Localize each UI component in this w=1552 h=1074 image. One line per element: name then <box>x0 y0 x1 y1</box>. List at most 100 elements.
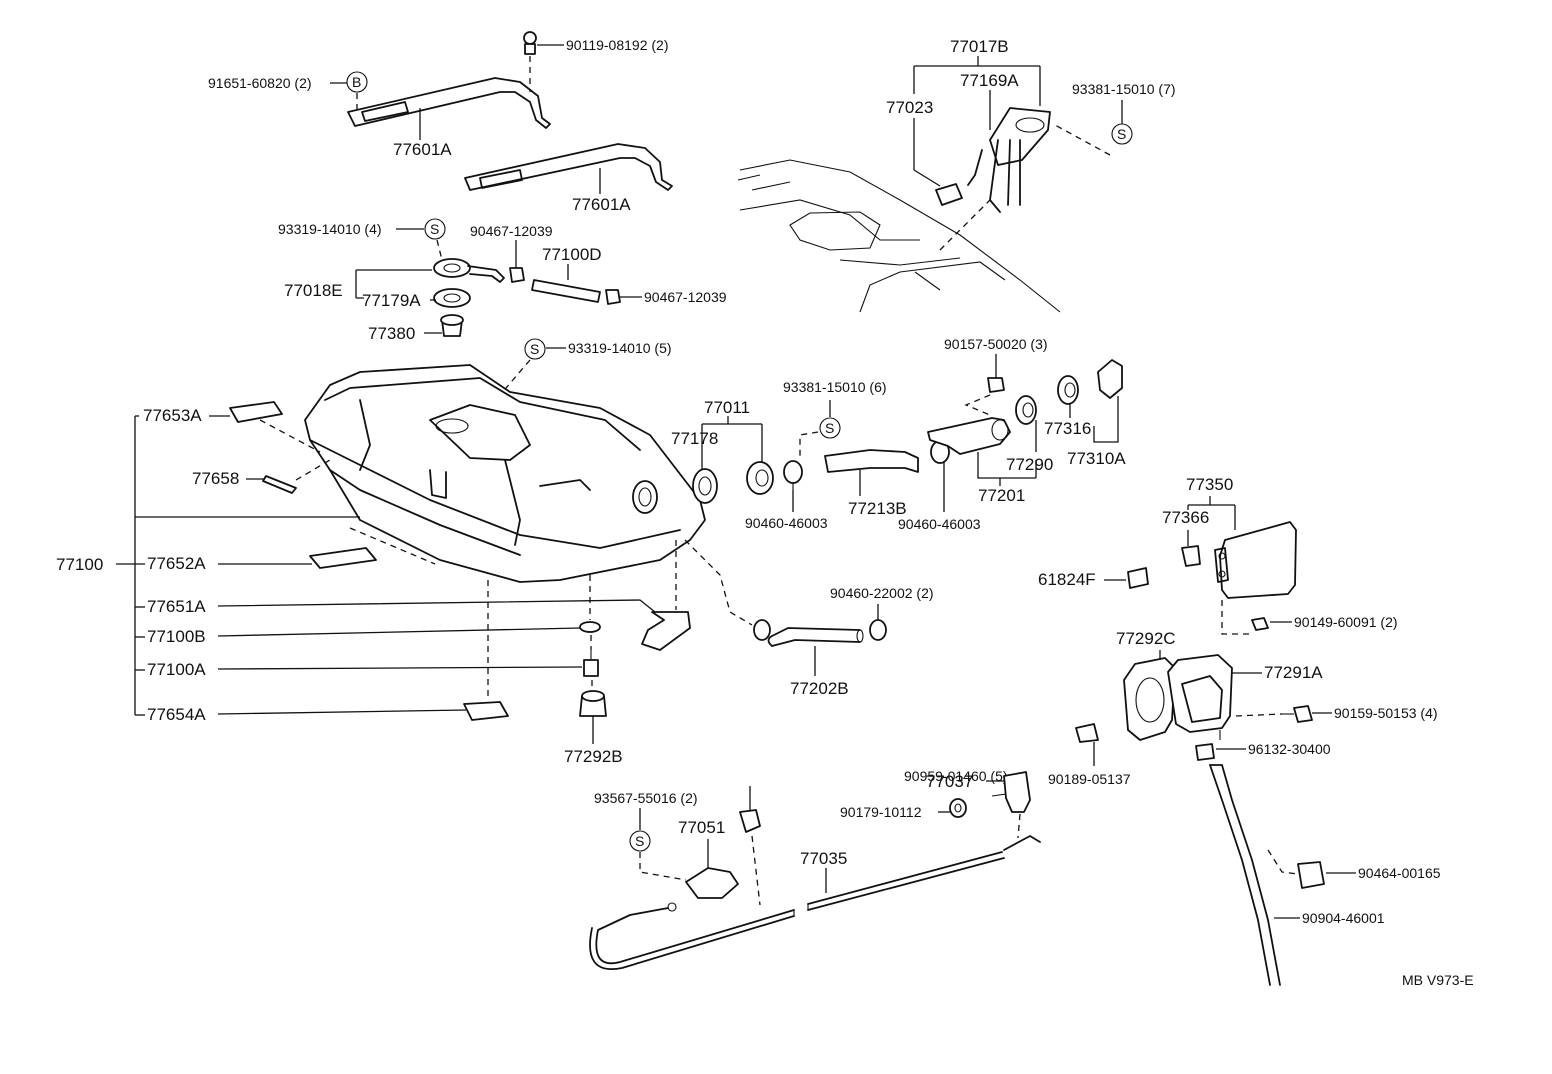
svg-text:S: S <box>530 341 539 357</box>
svg-text:S: S <box>635 833 644 849</box>
grommet-icon <box>746 461 774 495</box>
opener-lever-icon <box>685 867 739 899</box>
callout-90904-46001: 90904-46001 <box>1302 910 1385 926</box>
callout-77100D: 77100D <box>542 245 602 264</box>
callout-90467-12039-a: 90467-12039 <box>470 223 553 239</box>
tank-protector-icon <box>641 611 691 651</box>
diagram-code: MB V973-E <box>1402 972 1474 988</box>
svg-text:S: S <box>430 221 439 237</box>
sender-gauge-icon <box>433 258 505 283</box>
fuel-tank-icon <box>304 364 706 583</box>
callout-90460-22002: 90460-22002 (2) <box>830 585 934 601</box>
callout-77011: 77011 <box>704 398 750 417</box>
neck-ring-icon <box>1057 375 1079 405</box>
svg-text:S: S <box>1117 126 1126 142</box>
callout-77380: 77380 <box>368 324 415 343</box>
callout-77291A: 77291A <box>1264 663 1323 682</box>
small-hose-icon <box>531 279 601 303</box>
neck-bolt-icon <box>987 377 1005 393</box>
drain-clip-icon <box>1195 743 1215 761</box>
callout-90460-46003-a: 90460-46003 <box>745 515 828 531</box>
callout-90119-08192: 90119-08192 (2) <box>566 37 668 53</box>
callout-77100B: 77100B <box>147 627 206 646</box>
tank-pad-icon <box>309 547 377 569</box>
callout-93381-15010-6: 93381-15010 (6) <box>783 379 887 395</box>
tank-cushion-icon <box>579 621 601 633</box>
lid-lock-actuator-icon <box>991 771 1031 813</box>
sender-gasket-icon <box>433 288 471 308</box>
s-mark-icon: S <box>524 338 546 360</box>
lid-screw-icon <box>1251 617 1269 631</box>
hose-clip-icon <box>605 289 621 305</box>
callout-96132-30400: 96132-30400 <box>1248 741 1331 757</box>
filler-housing-icon <box>1167 654 1233 740</box>
callout-77017B: 77017B <box>950 37 1009 56</box>
housing-screw-icon <box>1280 705 1313 723</box>
callout-90460-46003-b: 90460-46003 <box>898 516 981 532</box>
callout-77658: 77658 <box>192 469 239 488</box>
callout-77169A: 77169A <box>960 71 1019 90</box>
hose-clamp-icon <box>783 460 803 490</box>
callout-77316: 77316 <box>1044 419 1091 438</box>
callout-91651-60820: 91651-60820 (2) <box>208 75 312 91</box>
s-mark-icon: S <box>629 830 651 852</box>
callout-93319-14010-4: 93319-14010 (4) <box>278 221 382 237</box>
callout-90159-50153: 90159-50153 (4) <box>1334 705 1438 721</box>
pump-filter-icon <box>935 183 963 206</box>
neck-gasket-icon <box>692 468 718 504</box>
s-mark-icon: S <box>819 417 841 439</box>
s-mark-icon: S <box>1111 123 1133 145</box>
filler-gasket-icon <box>1123 657 1176 741</box>
callout-90464-00165: 90464-00165 <box>1358 865 1441 881</box>
filler-neck-pipe-icon <box>927 417 1011 455</box>
tank-band-lower <box>464 143 673 191</box>
callout-77035: 77035 <box>800 849 847 868</box>
callout-77290: 77290 <box>1006 455 1053 474</box>
callout-77366: 77366 <box>1162 508 1209 527</box>
callout-77201: 77201 <box>978 486 1025 505</box>
fuel-cap-icon <box>1097 359 1123 399</box>
sender-plug-icon <box>440 314 464 337</box>
tank-top-body-outline <box>737 159 1061 313</box>
callout-93319-14010-5: 93319-14010 (5) <box>568 340 672 356</box>
hose-bracket-clip-icon <box>1297 861 1325 889</box>
callout-77652A: 77652A <box>147 554 206 573</box>
filler-hose-icon <box>824 449 919 473</box>
callout-77601A-lower: 77601A <box>572 195 631 214</box>
callout-90189-05137: 90189-05137 <box>1048 771 1131 787</box>
drain-hose-icon <box>1209 764 1281 986</box>
callout-77651A: 77651A <box>147 597 206 616</box>
callout-77292C: 77292C <box>1116 629 1176 648</box>
callout-77653A: 77653A <box>143 406 202 425</box>
callout-77601A-upper: 77601A <box>393 140 452 159</box>
cable-segment-icon <box>807 851 1005 911</box>
callout-61824F: 61824F <box>1038 570 1096 589</box>
drain-plug-icon <box>583 650 599 677</box>
fuel-lid-icon <box>1214 521 1297 599</box>
b-mark-icon: B <box>346 71 368 93</box>
tank-strip-icon <box>262 475 297 494</box>
tank-band-upper <box>347 77 551 129</box>
svg-text:B: B <box>352 74 361 90</box>
hose-clamp-icon <box>869 619 887 641</box>
hose-clamp-icon <box>753 619 771 641</box>
callout-93381-15010-7: 93381-15010 (7) <box>1072 81 1176 97</box>
svg-text:S: S <box>825 420 834 436</box>
neck-seal-icon <box>1015 395 1037 425</box>
callout-77654A: 77654A <box>147 705 206 724</box>
s-mark-icon: S <box>424 218 446 240</box>
callout-77178: 77178 <box>671 429 718 448</box>
callout-90179-10112: 90179-10112 <box>840 804 922 820</box>
tank-grommet-icon <box>579 690 607 717</box>
callout-77202B: 77202B <box>790 679 849 698</box>
fuel-pump-bracket-icon <box>967 107 1051 213</box>
callout-90149-60091: 90149-60091 (2) <box>1294 614 1398 630</box>
callout-77037: 77037 <box>926 772 973 791</box>
callout-77100A: 77100A <box>147 660 206 679</box>
callout-90467-12039-b: 90467-12039 <box>644 289 727 305</box>
callout-77213B: 77213B <box>848 499 907 518</box>
callout-77350: 77350 <box>1186 475 1233 494</box>
callout-93567-55016: 93567-55016 (2) <box>594 790 698 806</box>
callout-77179A: 77179A <box>362 291 421 310</box>
